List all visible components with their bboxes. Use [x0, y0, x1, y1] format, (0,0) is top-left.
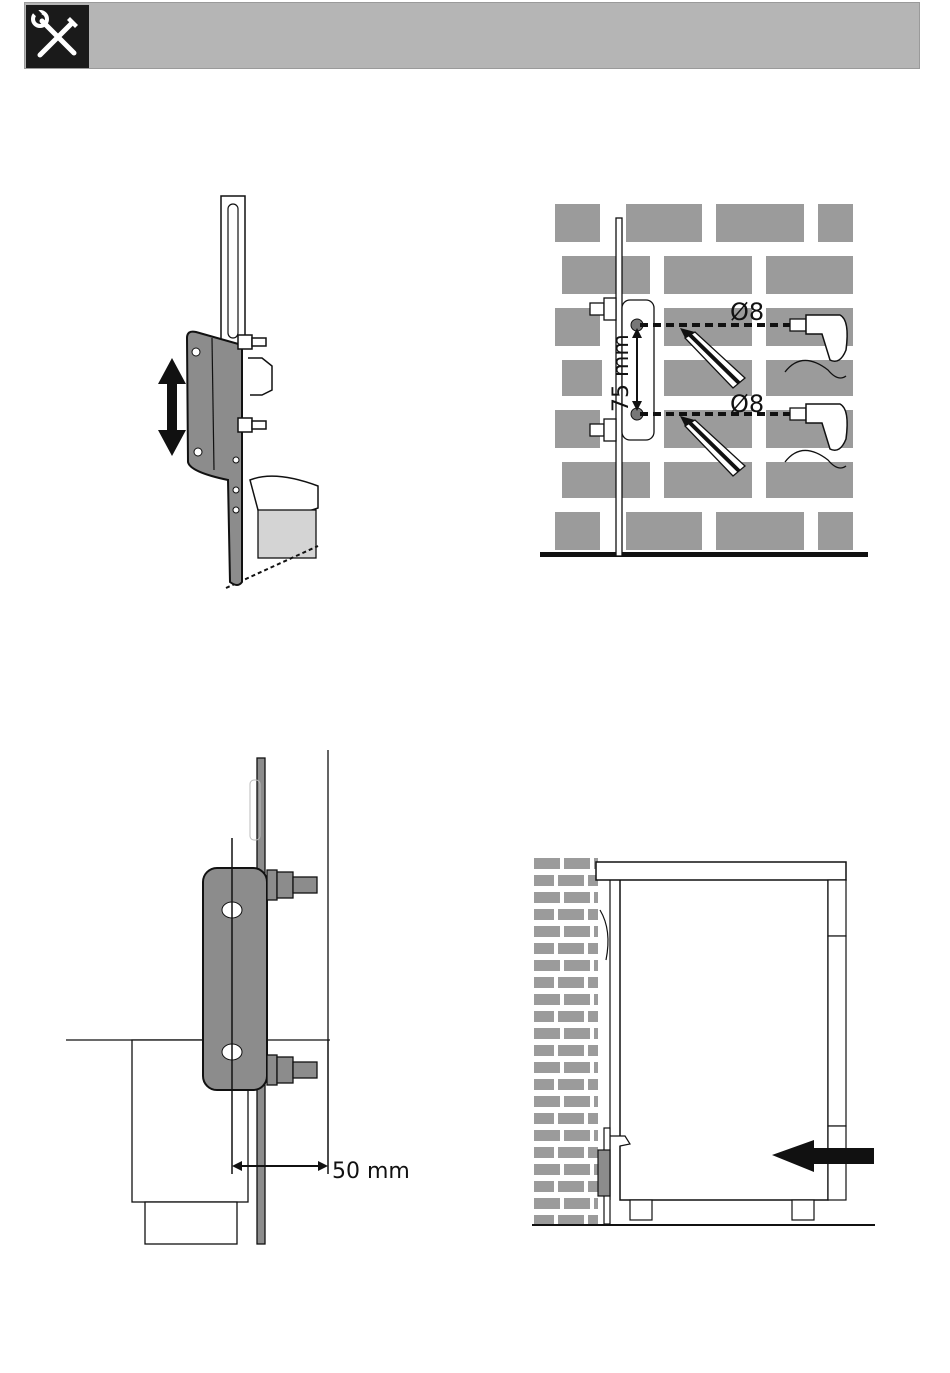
brick	[558, 943, 584, 954]
brick	[594, 926, 598, 937]
brick	[534, 926, 560, 937]
brick	[534, 1045, 554, 1056]
brick	[564, 926, 590, 937]
brick	[564, 1062, 590, 1073]
hole-diameter-label-bottom: Ø8	[730, 390, 764, 418]
brick	[588, 1181, 598, 1192]
brick	[564, 994, 590, 1005]
tools-icon	[26, 5, 89, 68]
brick	[558, 1181, 584, 1192]
brick	[534, 1096, 560, 1107]
brick	[534, 1130, 560, 1141]
brick	[558, 1113, 584, 1124]
brick	[594, 960, 598, 971]
brick	[534, 1198, 560, 1209]
brick	[594, 994, 598, 1005]
figure-appliance-install	[530, 850, 880, 1235]
brick	[534, 1079, 554, 1090]
brick	[594, 1062, 598, 1073]
brick	[534, 1147, 554, 1158]
brick	[588, 1113, 598, 1124]
figure-bracket-adjust	[150, 190, 350, 600]
brick	[588, 1011, 598, 1022]
brick	[564, 858, 590, 869]
brick	[534, 875, 554, 886]
brick	[534, 1181, 554, 1192]
brick	[564, 1198, 590, 1209]
brick	[564, 1096, 590, 1107]
brick	[594, 1130, 598, 1141]
brick	[558, 1147, 584, 1158]
brick	[558, 875, 584, 886]
brick	[564, 960, 590, 971]
brick	[534, 858, 560, 869]
brick	[534, 909, 554, 920]
distance-label: 50 mm	[332, 1159, 410, 1184]
brick	[558, 1011, 584, 1022]
brick	[534, 1028, 560, 1039]
brick	[534, 1062, 560, 1073]
brick-column	[534, 858, 598, 1226]
brick	[588, 943, 598, 954]
brick-wall	[555, 204, 853, 550]
tools-badge	[26, 5, 89, 68]
brick	[534, 892, 560, 903]
figure-bracket-distance: 50 mm	[60, 750, 430, 1250]
brick	[588, 909, 598, 920]
up-down-arrow-icon	[158, 358, 186, 456]
brick	[534, 994, 560, 1005]
hole-diameter-label-top: Ø8	[730, 298, 764, 326]
brick	[534, 1164, 560, 1175]
brick	[564, 892, 590, 903]
brick	[534, 1113, 554, 1124]
brick	[564, 1028, 590, 1039]
brick	[534, 977, 554, 988]
brick	[588, 977, 598, 988]
brick	[558, 909, 584, 920]
brick	[588, 1045, 598, 1056]
brick	[564, 1164, 590, 1175]
brick	[534, 943, 554, 954]
header-bar	[24, 2, 920, 69]
brick	[534, 1011, 554, 1022]
brick	[588, 1079, 598, 1090]
brick	[594, 1096, 598, 1107]
figure-wall-drilling: 75 mm Ø8 Ø8	[540, 200, 870, 565]
brick	[558, 977, 584, 988]
brick	[588, 1147, 598, 1158]
brick	[558, 1079, 584, 1090]
brick	[594, 1198, 598, 1209]
brick	[558, 1045, 584, 1056]
brick	[534, 960, 560, 971]
brick	[594, 892, 598, 903]
brick	[564, 1130, 590, 1141]
hole-spacing-label: 75 mm	[609, 334, 634, 412]
brick	[594, 1028, 598, 1039]
